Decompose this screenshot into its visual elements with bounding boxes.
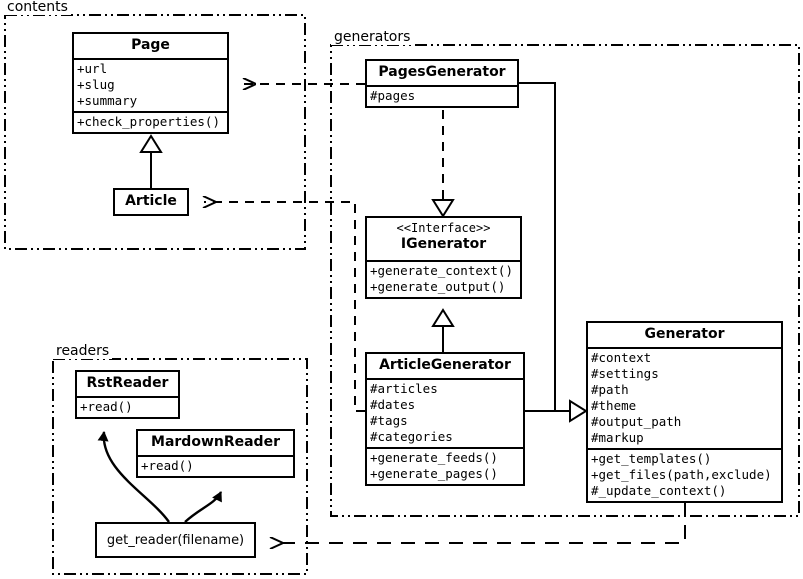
class-methods-generator: +get_templates() +get_files(path,exclude… — [588, 448, 781, 501]
class-box-generator[interactable]: Generator #context #settings #path #them… — [586, 321, 783, 503]
class-stereotype-igenerator: <<Interface>> — [396, 221, 491, 235]
attribute-row: #dates — [370, 397, 416, 412]
attribute-row: #context — [591, 350, 652, 365]
method-row: +generate_feeds() — [370, 450, 498, 465]
attribute-row: #categories — [370, 429, 453, 444]
method-row: +generate_pages() — [370, 466, 498, 481]
attribute-row: #settings — [591, 366, 659, 381]
class-title-rst-reader: RstReader — [86, 375, 169, 391]
class-title-page: Page — [131, 37, 170, 53]
class-title-mardown-reader: MardownReader — [151, 434, 280, 450]
class-box-rst-reader[interactable]: RstReader +read() — [75, 370, 180, 419]
package-frame-contents — [4, 14, 306, 250]
class-methods-igenerator: +generate_context() +generate_output() — [367, 260, 520, 297]
attribute-row: +summary — [77, 93, 138, 108]
attribute-row: #markup — [591, 430, 644, 445]
method-row: #_update_context() — [591, 483, 727, 498]
package-frame-readers — [52, 358, 308, 575]
function-label-get-reader: get_reader(filename) — [106, 532, 245, 548]
package-label-readers: readers — [53, 344, 113, 359]
class-box-article[interactable]: Article — [113, 188, 189, 216]
class-title-article-generator: ArticleGenerator — [379, 357, 511, 373]
class-methods-mardown-reader: +read() — [138, 455, 293, 476]
attribute-row: #theme — [591, 398, 637, 413]
method-row: +get_templates() — [591, 451, 712, 466]
class-title-generator: Generator — [644, 326, 725, 342]
class-title-article: Article — [125, 193, 177, 209]
class-title-pages-generator: PagesGenerator — [378, 64, 506, 80]
method-row: +check_properties() — [77, 114, 220, 129]
attribute-row: #tags — [370, 413, 408, 428]
class-methods-rst-reader: +read() — [77, 396, 178, 417]
class-box-igenerator[interactable]: <<Interface>> IGenerator +generate_conte… — [365, 216, 522, 299]
attribute-row: +url — [77, 61, 108, 76]
method-row: +read() — [80, 399, 133, 414]
class-title-igenerator: IGenerator — [400, 236, 487, 252]
class-attributes-generator: #context #settings #path #theme #output_… — [588, 347, 781, 448]
class-attributes-pages-generator: #pages — [367, 85, 517, 106]
class-box-mardown-reader[interactable]: MardownReader +read() — [136, 429, 295, 478]
attribute-row: #articles — [370, 381, 438, 396]
class-box-page[interactable]: Page +url +slug +summary +check_properti… — [72, 32, 229, 134]
class-attributes-page: +url +slug +summary — [74, 58, 227, 111]
class-box-article-generator[interactable]: ArticleGenerator #articles #dates #tags … — [365, 352, 525, 486]
class-attributes-article-generator: #articles #dates #tags #categories — [367, 378, 523, 447]
method-row: +read() — [141, 458, 194, 473]
package-label-contents: contents — [4, 0, 71, 15]
attribute-row: +slug — [77, 77, 115, 92]
function-box-get-reader[interactable]: get_reader(filename) — [95, 522, 256, 558]
attribute-row: #path — [591, 382, 629, 397]
class-methods-page: +check_properties() — [74, 111, 227, 132]
method-row: +generate_output() — [370, 279, 506, 294]
package-label-generators: generators — [331, 30, 414, 45]
class-methods-article-generator: +generate_feeds() +generate_pages() — [367, 447, 523, 484]
attribute-row: #output_path — [591, 414, 682, 429]
package-frame-generators — [330, 44, 800, 517]
method-row: +get_files(path,exclude) — [591, 467, 772, 482]
attribute-row: #pages — [370, 88, 416, 103]
class-box-pages-generator[interactable]: PagesGenerator #pages — [365, 59, 519, 108]
method-row: +generate_context() — [370, 263, 513, 278]
